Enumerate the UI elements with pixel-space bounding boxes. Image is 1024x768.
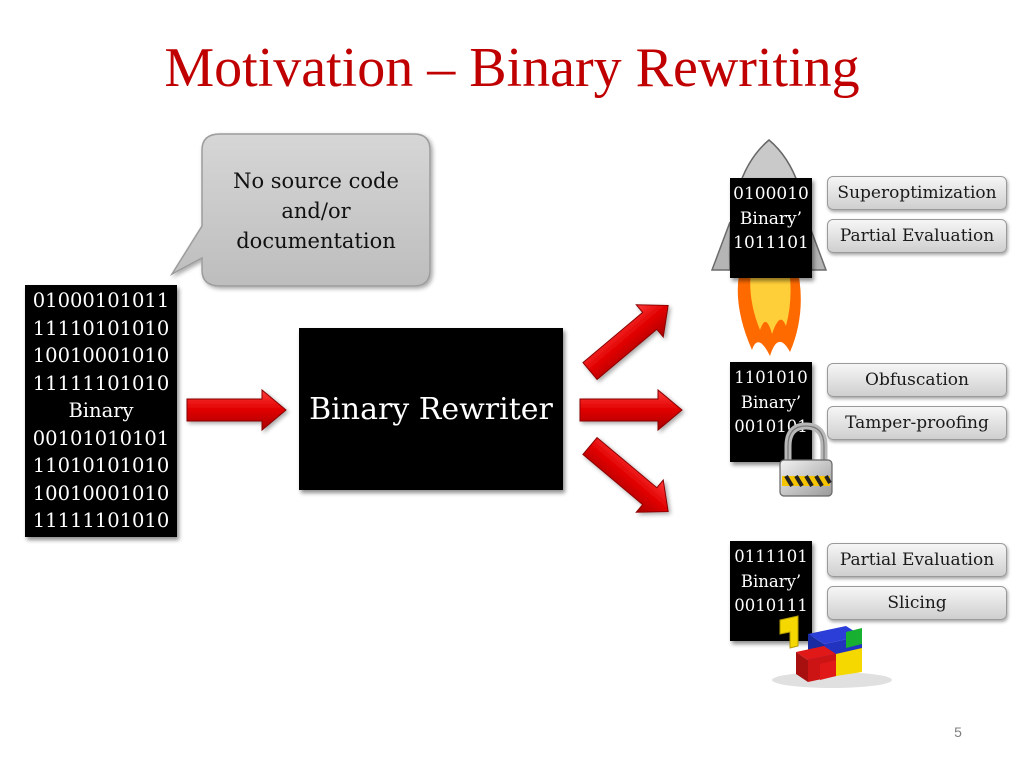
binary-line: 11111101010 [32,371,170,395]
output-arrow-middle [579,388,683,432]
tag-slicing: Slicing [827,586,1007,620]
binary-label: Binary [68,399,134,422]
callout-bubble [169,133,431,287]
output-binary-label: Binary’ [739,208,803,229]
callout-line: and/or [281,199,351,223]
output-binary-label: Binary’ [740,392,802,412]
binary-line: 10010001010 [32,344,170,367]
output-binary-block-3: 0111101 Binary’ 0010111 [730,541,812,641]
output-binary-block-2: 1101010 Binary’ 0010101 [730,362,812,462]
tag-tamper-proofing: Tamper-proofing [827,406,1007,440]
page-number: 5 [954,724,962,740]
output-binary-line: 0010101 [734,417,808,436]
output-binary-line: 1011101 [733,233,809,253]
input-arrow [186,388,287,432]
callout-text: No source code and/or documentation [208,166,424,256]
output-binary-label: Binary’ [740,571,802,591]
binary-line: 00101010101 [32,426,170,450]
output-arrow-down [582,436,669,513]
callout-line: No source code [233,169,399,193]
output-arrow-up [582,304,669,381]
tag-partial-evaluation-2: Partial Evaluation [827,543,1007,577]
output-binary-line: 0111101 [734,547,808,566]
tag-partial-evaluation-1: Partial Evaluation [827,219,1007,253]
binary-line: 10010001010 [32,481,170,505]
callout-line: documentation [236,229,396,253]
binary-line: 11010101010 [32,454,170,477]
binary-line: 11111101010 [32,509,170,532]
binary-rewriter-box: Binary Rewriter [299,328,563,490]
binary-line: 11110101010 [32,316,170,340]
input-binary-block: 01000101011 11110101010 10010001010 1111… [25,285,177,537]
binary-line: 01000101011 [32,289,170,312]
output-binary-line: 0010111 [734,596,808,615]
output-binary-block-1: 0100010 Binary’ 1011101 [730,178,812,278]
output-binary-line: 1101010 [734,368,808,387]
binary-rewriter-label: Binary Rewriter [309,391,553,427]
tag-superoptimization: Superoptimization [827,176,1007,210]
output-binary-line: 0100010 [733,184,809,204]
slide-title: Motivation – Binary Rewriting [164,37,860,99]
tag-obfuscation: Obfuscation [827,363,1007,397]
